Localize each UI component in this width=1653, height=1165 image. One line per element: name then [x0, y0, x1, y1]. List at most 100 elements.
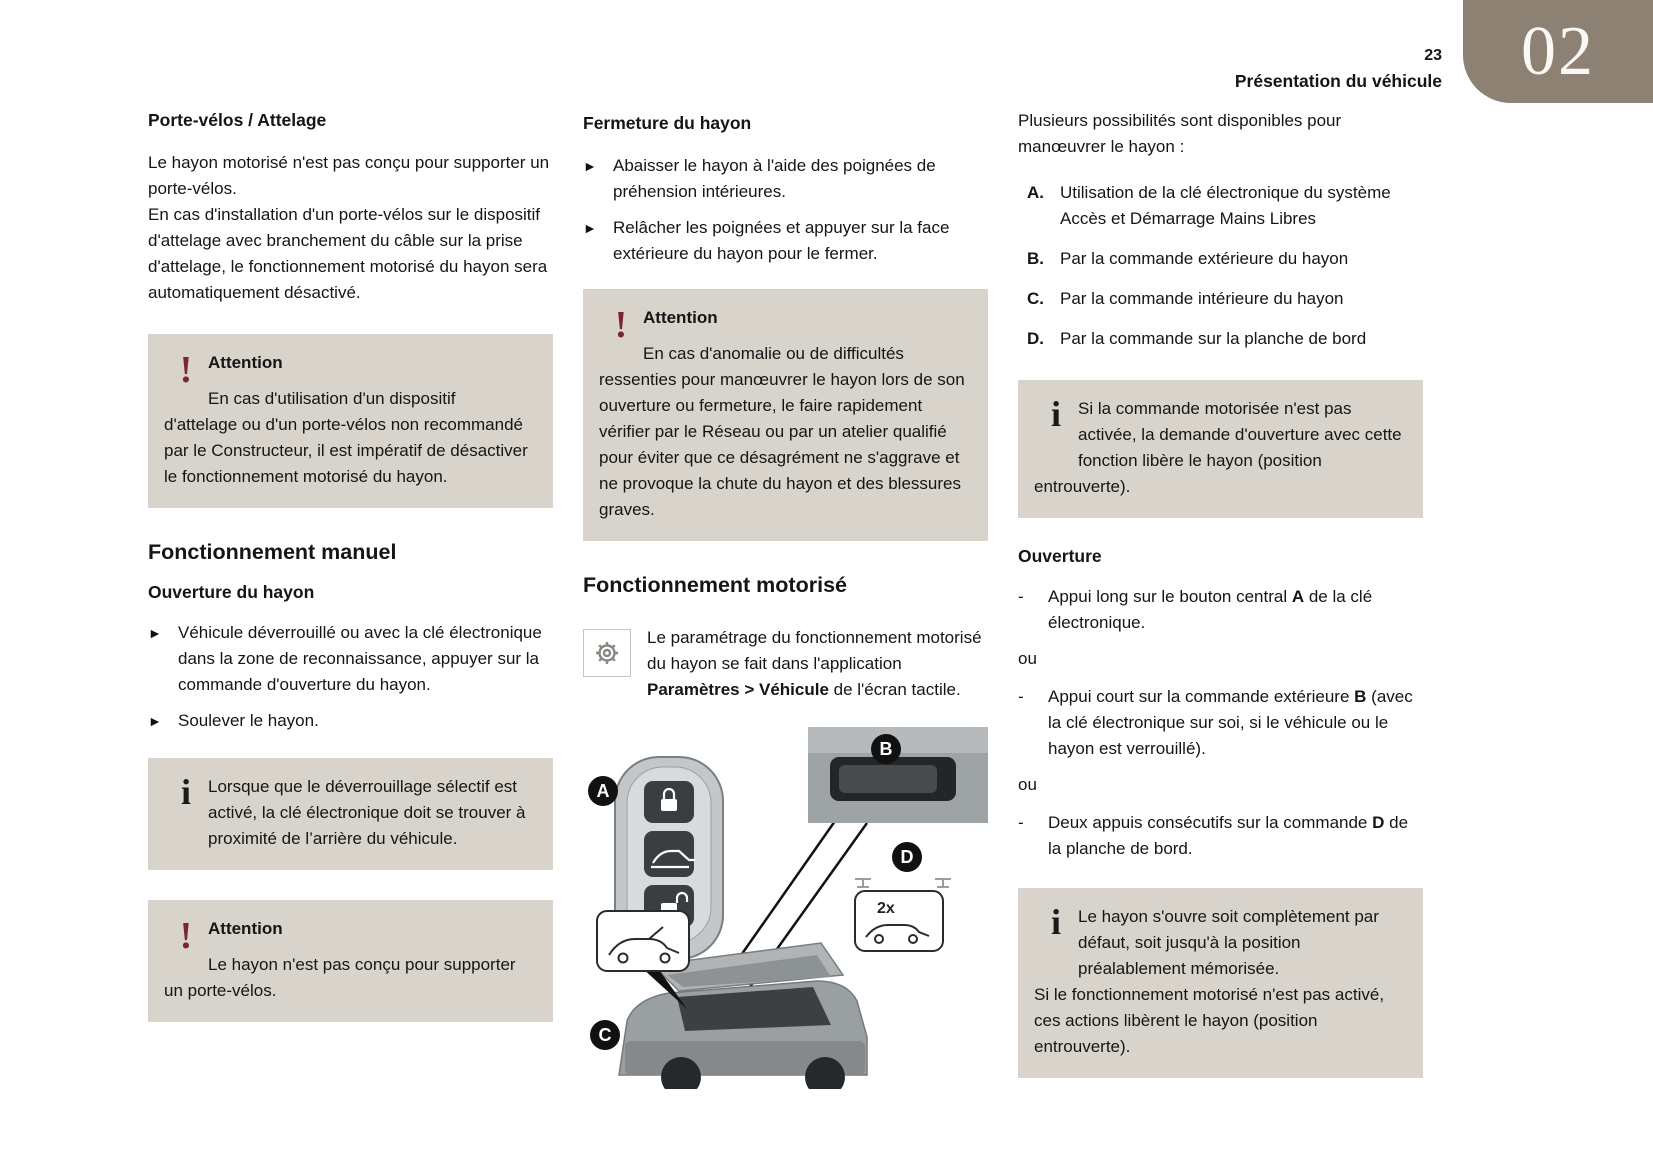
bullet-text: Relâcher les poignées et appuyer sur la … — [613, 218, 950, 263]
option-label: A. — [1027, 183, 1044, 202]
option-label: C. — [1027, 289, 1044, 308]
page-number: 23 — [1424, 47, 1442, 64]
svg-text:B: B — [880, 739, 893, 759]
heading-fermeture-hayon: Fermeture du hayon — [583, 113, 752, 133]
key-fob-illustration — [614, 756, 724, 960]
open-tailgate-icon-box — [596, 910, 690, 972]
attention-icon: ! — [614, 304, 628, 346]
attention-text: En cas d'utilisation d'un dispositif d'a… — [164, 389, 528, 486]
option-text: Par la commande intérieure du hayon — [1060, 289, 1344, 308]
section-title: Présentation du véhicule — [1234, 71, 1442, 91]
arrow-bullet-icon: ► — [583, 158, 597, 174]
attention-icon: ! — [179, 349, 193, 391]
svg-text:2x: 2x — [877, 900, 895, 917]
para-installation: En cas d'installation d'un porte-vélos s… — [148, 205, 548, 302]
illustration-label-d: D — [892, 842, 922, 872]
option-item-d: D. Par la commande sur la planche de bor… — [1018, 326, 1423, 352]
list-item: ► Abaisser le hayon à l'aide des poignée… — [583, 153, 988, 205]
option-text: Par la commande sur la planche de bord — [1060, 329, 1367, 348]
info-icon: i — [180, 772, 191, 812]
dash-text-post: de la planche de bord. — [1048, 813, 1409, 858]
press-twice-box: 2x — [854, 890, 944, 952]
arrow-bullet-icon: ► — [148, 625, 162, 641]
column-left: Porte-vélos / Attelage Le hayon motorisé… — [148, 108, 553, 1048]
subheading-ouverture: Ouverture — [1018, 546, 1102, 566]
arrow-bullet-icon: ► — [583, 220, 597, 236]
option-label: D. — [1027, 329, 1044, 348]
gear-icon-graphic — [596, 642, 618, 664]
settings-note-pre: Le paramétrage du fonctionnement motoris… — [647, 628, 982, 673]
attention-box-1: ! Attention En cas d'utilisation d'un di… — [148, 334, 553, 508]
heading-fonctionnement-manuel: Fonctionnement manuel — [148, 540, 397, 564]
dash-item: - Appui long sur le bouton central A de … — [1018, 584, 1423, 636]
info-text-1: Le hayon s'ouvre soit complètement par d… — [1078, 907, 1379, 978]
para-hayon-motorise: Le hayon motorisé n'est pas conçu pour s… — [148, 153, 550, 198]
ou-separator: ou — [1018, 649, 1037, 668]
pointer-wedge — [641, 967, 687, 1009]
dash-text-bold: D — [1372, 813, 1385, 832]
gear-icon — [583, 629, 631, 677]
attention-title: Attention — [208, 919, 283, 938]
settings-note-path: Paramètres > Véhicule — [647, 680, 829, 699]
info-icon: i — [1050, 902, 1061, 942]
column-right: Plusieurs possibilités sont disponibles … — [1018, 108, 1423, 1104]
option-item-a: A. Utilisation de la clé électronique du… — [1018, 180, 1423, 232]
illustration-label-b: B — [871, 734, 901, 764]
dash-text-bold: A — [1291, 587, 1305, 606]
settings-note: Le paramétrage du fonctionnement motoris… — [583, 625, 988, 703]
info-text-2: Si le fonctionnement motorisé n'est pas … — [1034, 985, 1385, 1056]
svg-text:C: C — [599, 1025, 612, 1045]
lock-icon — [661, 787, 677, 811]
attention-text: Le hayon n'est pas conçu pour supporter … — [164, 955, 516, 1000]
illustration-label-c: C — [590, 1020, 620, 1050]
dash-text-pre: Deux appuis consécutifs sur la commande — [1048, 813, 1373, 832]
info-text: Lorsque que le déverrouillage sélectif e… — [208, 777, 526, 848]
dash-text: Appui long sur le bouton central A de la… — [1048, 584, 1423, 636]
settings-note-text: Le paramétrage du fonctionnement motoris… — [647, 625, 988, 703]
dash-icon: - — [1018, 813, 1024, 832]
option-item-b: B. Par la commande extérieure du hayon — [1018, 246, 1423, 272]
option-label: B. — [1027, 249, 1044, 268]
dash-text-pre: Appui court sur la commande extérieure — [1048, 687, 1355, 706]
tailgate-controls-illustration: B — [583, 727, 988, 1097]
list-item: ► Relâcher les poignées et appuyer sur l… — [583, 215, 988, 267]
info-box-ouverture: i Le hayon s'ouvre soit complètement par… — [1018, 888, 1423, 1078]
info-icon: i — [1050, 394, 1061, 434]
dash-text-pre: Appui long sur le bouton central — [1048, 587, 1292, 606]
option-text: Utilisation de la clé électronique du sy… — [1060, 183, 1391, 228]
intro-text: Plusieurs possibilités sont disponibles … — [1018, 111, 1342, 156]
bullet-text: Soulever le hayon. — [178, 711, 319, 730]
dash-text-bold: B — [1354, 687, 1367, 706]
bullet-text: Véhicule déverrouillé ou avec la clé éle… — [178, 623, 542, 694]
attention-title: Attention — [643, 308, 718, 327]
car-rear-illustration — [618, 942, 868, 1097]
dash-text: Deux appuis consécutifs sur la commande … — [1048, 810, 1423, 862]
key-fob-mini-icons — [855, 878, 951, 888]
tailgate-open-icon — [651, 849, 695, 869]
info-box-commande: i Si la commande motorisée n'est pas act… — [1018, 380, 1423, 518]
list-item: ► Soulever le hayon. — [148, 708, 553, 734]
ou-separator: ou — [1018, 775, 1037, 794]
svg-text:D: D — [901, 847, 914, 867]
info-text: Si la commande motorisée n'est pas activ… — [1034, 399, 1402, 496]
subheading-ouverture-hayon: Ouverture du hayon — [148, 582, 315, 602]
bullet-text: Abaisser le hayon à l'aide des poignées … — [613, 156, 936, 201]
settings-note-post: de l'écran tactile. — [828, 680, 961, 699]
attention-title: Attention — [208, 353, 283, 372]
chapter-badge: 02 — [1463, 0, 1653, 103]
attention-box-2: ! Attention Le hayon n'est pas conçu pou… — [148, 900, 553, 1022]
option-text: Par la commande extérieure du hayon — [1060, 249, 1349, 268]
list-item: ► Véhicule déverrouillé ou avec la clé é… — [148, 620, 553, 698]
dash-text-post: (avec la clé électronique sur soi, si le… — [1048, 687, 1413, 758]
illustration-label-a: A — [588, 776, 618, 806]
dash-icon: - — [1018, 687, 1024, 706]
dash-text-post: de la clé électronique. — [1048, 587, 1373, 632]
heading-porte-velos: Porte-vélos / Attelage — [148, 110, 327, 130]
attention-text: En cas d'anomalie ou de difficultés ress… — [599, 344, 965, 519]
column-middle: Fermeture du hayon ► Abaisser le hayon à… — [583, 108, 988, 1097]
dash-text: Appui court sur la commande extérieure B… — [1048, 684, 1423, 762]
arrow-bullet-icon: ► — [148, 713, 162, 729]
dash-item: - Deux appuis consécutifs sur la command… — [1018, 810, 1423, 862]
option-item-c: C. Par la commande intérieure du hayon — [1018, 286, 1423, 312]
